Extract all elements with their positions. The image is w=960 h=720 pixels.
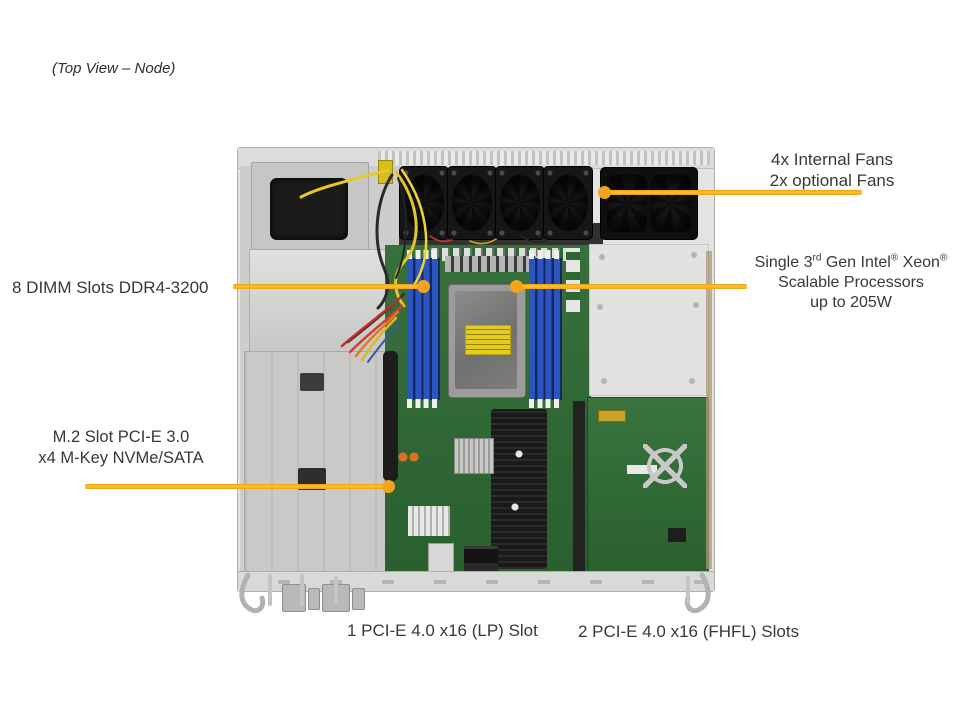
vrm-choke-row [445, 256, 539, 272]
chassis-rail [706, 251, 712, 569]
aiom-heatsink-card [491, 409, 547, 569]
pcb-bracket [643, 444, 687, 488]
fans-callout-label: 4x Internal Fans 2x optional Fans [742, 149, 922, 191]
cpu-socket [448, 284, 526, 398]
rear-usb-ports [464, 546, 498, 572]
chipset-heatsink [454, 438, 494, 474]
dimm-latches [529, 399, 562, 408]
internal-fan-3 [495, 166, 545, 240]
fan-rotor-icon [651, 175, 691, 232]
internal-fan-2 [447, 166, 497, 240]
pcie-lp-callout-label: 1 PCI-E 4.0 x16 (LP) Slot [347, 621, 538, 640]
dimm-bank-right [529, 258, 562, 400]
callout-dot-m2 [382, 480, 395, 493]
fan-rotor-icon [500, 175, 540, 231]
callout-dot-processor [510, 280, 523, 293]
small-heatsink [408, 506, 450, 536]
fan-rotor-icon [607, 175, 647, 232]
emi-gasket-ribs [378, 151, 710, 165]
rear-connector-block [282, 584, 306, 612]
registered-mark: ® [939, 252, 948, 264]
processor-label-line1: Single 3rd Gen Intel® Xeon® [742, 253, 960, 273]
rear-connector-block [322, 584, 350, 612]
cpu-warning-label [465, 325, 511, 355]
power-bay-opening [270, 178, 348, 240]
processor-label-line2: Scalable Processors [778, 274, 924, 291]
rear-connector-block [352, 588, 365, 610]
optional-fan-module [600, 167, 698, 240]
power-supply-unit [249, 249, 391, 355]
processor-text: Gen Intel [821, 254, 891, 271]
callout-dot-fans [598, 186, 611, 199]
fans-label-line2: 2x optional Fans [769, 171, 895, 190]
m2-label-line2: x4 M-Key NVMe/SATA [38, 449, 204, 467]
page-title: (Top View – Node) [52, 60, 176, 77]
callout-dot-dimm [417, 280, 430, 293]
callout-line-dimm [233, 284, 423, 289]
pcie-fhfl-callout-label: 2 PCI-E 4.0 x16 (FHFL) Slots [578, 622, 800, 641]
fans-label-line1: 4x Internal Fans [771, 150, 893, 169]
processor-sup: rd [812, 252, 822, 264]
fan-rotor-icon [452, 175, 492, 231]
power-supply-bracket [251, 162, 369, 256]
dimm-latches [529, 250, 562, 259]
cable-bundle-sleeve [383, 351, 398, 481]
server-chassis-top-view [237, 147, 715, 592]
callout-line-m2 [85, 484, 390, 489]
registered-mark: ® [890, 252, 899, 264]
processor-text: Single 3 [754, 254, 813, 271]
dimm-callout-label: 8 DIMM Slots DDR4-3200 [12, 278, 209, 297]
internal-fan-4 [543, 166, 593, 240]
pcb-label [627, 465, 657, 474]
internal-fan-1 [399, 166, 449, 240]
fan-rotor-icon [404, 175, 444, 231]
pcb-component [598, 410, 626, 422]
cage-latch [300, 373, 324, 391]
dimm-latches [407, 399, 440, 408]
card-guide-channel [573, 401, 585, 571]
callout-line-fans [603, 190, 862, 195]
chassis-rear-edge [238, 571, 714, 591]
pcb-component [668, 528, 686, 542]
callout-line-processor [517, 284, 747, 289]
board-headers [566, 248, 580, 312]
m2-callout-label: M.2 Slot PCI-E 3.0 x4 M-Key NVMe/SATA [28, 427, 214, 469]
sata-connectors [398, 452, 420, 462]
processor-label-line3: up to 205W [810, 294, 892, 311]
rear-connector-block [308, 588, 320, 610]
processor-callout-label: Single 3rd Gen Intel® Xeon® Scalable Pro… [742, 253, 960, 313]
warning-sticker [378, 160, 393, 184]
riser-blank-panel [589, 244, 709, 396]
processor-text: Xeon [898, 254, 940, 271]
dimm-latches [407, 250, 440, 259]
fan-rotor-icon [548, 175, 588, 231]
m2-label-line1: M.2 Slot PCI-E 3.0 [52, 428, 190, 446]
